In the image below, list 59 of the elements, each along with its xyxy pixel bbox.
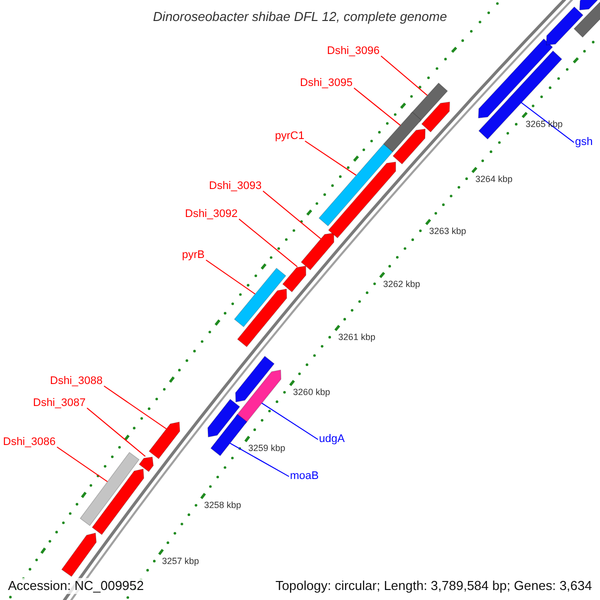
gene-feature	[208, 398, 240, 438]
gene-label: Dshi_3095	[300, 77, 353, 90]
position-label: 3261 kbp	[338, 332, 376, 343]
gene-label: Dshi_3086	[3, 436, 56, 449]
gene-bar	[80, 452, 140, 526]
accession-text: Accession: NC_009952	[6, 578, 146, 594]
gene-feature	[282, 266, 306, 292]
gene-bar	[410, 82, 448, 122]
leader-line	[206, 260, 256, 294]
gene-feature	[235, 370, 282, 424]
position-label: 3258 kbp	[204, 500, 242, 511]
leader-line	[261, 402, 318, 440]
gene-label: pyrC1	[275, 130, 304, 143]
gene-label: gsh	[575, 136, 593, 149]
leader-line	[86, 408, 146, 457]
leader-line	[104, 386, 167, 430]
position-label: 3262 kbp	[383, 279, 420, 290]
gene-feature	[478, 38, 553, 118]
gene-feature	[546, 6, 584, 46]
position-label: 3257 kbp	[162, 556, 200, 567]
leader-line	[262, 190, 322, 240]
gene-label: Dshi_3087	[33, 397, 86, 410]
gene-feature	[235, 356, 275, 402]
gene-feature	[92, 468, 144, 536]
gene-feature	[421, 102, 450, 132]
position-label: 3260 kbp	[293, 387, 330, 398]
gene-label: Dshi_3088	[50, 375, 103, 388]
gene-feature	[392, 128, 426, 164]
gene-bar	[574, 0, 600, 38]
position-label: 3259 kbp	[248, 443, 286, 454]
leader-line	[238, 218, 298, 268]
leader-line	[354, 88, 401, 126]
position-label: 3265 kbp	[526, 119, 563, 130]
leader-line	[230, 442, 290, 477]
leader-line	[56, 446, 108, 482]
gene-label: Dshi_3096	[327, 45, 380, 58]
gene-feature	[148, 422, 180, 460]
position-label: 3263 kbp	[429, 226, 466, 237]
gene-label: Dshi_3092	[185, 208, 238, 221]
gene-feature	[579, 0, 600, 10]
gene-feature	[61, 532, 97, 577]
gene-bar	[318, 144, 394, 226]
map-title: Dinoroseobacter shibae DFL 12, complete genome	[152, 9, 448, 24]
gene-bar	[383, 112, 422, 152]
gene-label: Dshi_3093	[209, 180, 262, 193]
gene-label: udgA	[319, 433, 345, 446]
gene-feature	[300, 232, 334, 270]
gene-feature	[328, 162, 396, 238]
gene-bar	[210, 414, 248, 456]
genome-stats-text: Topology: circular; Length: 3,789,584 bp; Genes: 3,634	[273, 578, 594, 594]
leader-line	[520, 102, 574, 143]
gene-bar	[234, 268, 286, 328]
gene-label: pyrB	[182, 249, 205, 262]
gene-bar	[478, 50, 562, 140]
position-label: 3264 kbp	[475, 174, 512, 185]
gene-label: moaB	[290, 470, 319, 483]
leader-line	[304, 140, 357, 176]
leader-line	[380, 56, 428, 96]
gene-feature	[237, 288, 287, 348]
